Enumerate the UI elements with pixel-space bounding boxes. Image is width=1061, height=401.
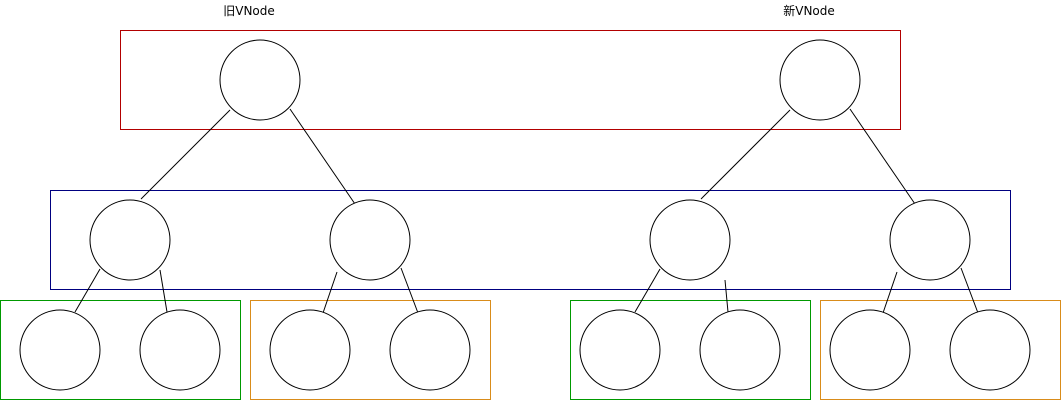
old-right-grandchildren-box xyxy=(250,300,491,400)
edge xyxy=(849,108,916,205)
new-grandchild-node-2 xyxy=(699,309,781,391)
new-child-node-2 xyxy=(889,199,971,281)
old-grandchild-node-3 xyxy=(269,309,351,391)
new-grandchild-node-1 xyxy=(579,309,661,391)
edge xyxy=(634,268,661,313)
old-grandchild-node-1 xyxy=(19,309,101,391)
new-grandchild-node-3 xyxy=(829,309,911,391)
edge xyxy=(882,271,898,314)
old-grandchild-node-2 xyxy=(139,309,221,391)
edge xyxy=(700,109,791,200)
edge xyxy=(322,271,338,314)
old-root-node xyxy=(219,39,301,121)
new-child-node-1 xyxy=(649,199,731,281)
new-grandchild-node-4 xyxy=(949,309,1031,391)
new-left-grandchildren-box xyxy=(570,300,811,400)
root-level-box xyxy=(120,30,901,130)
edge xyxy=(74,268,101,313)
new-vnode-title: 新VNode xyxy=(783,3,835,18)
old-left-grandchildren-box xyxy=(0,300,241,400)
edge xyxy=(960,267,979,314)
old-child-node-1 xyxy=(89,199,171,281)
edge xyxy=(724,279,729,313)
edge xyxy=(159,269,168,313)
edge xyxy=(140,109,231,200)
edge xyxy=(289,108,356,205)
edge xyxy=(400,267,419,314)
old-child-node-2 xyxy=(329,199,411,281)
old-vnode-title: 旧VNode xyxy=(223,4,275,18)
child-level-box xyxy=(50,190,1011,290)
old-grandchild-node-4 xyxy=(389,309,471,391)
new-root-node xyxy=(779,39,861,121)
